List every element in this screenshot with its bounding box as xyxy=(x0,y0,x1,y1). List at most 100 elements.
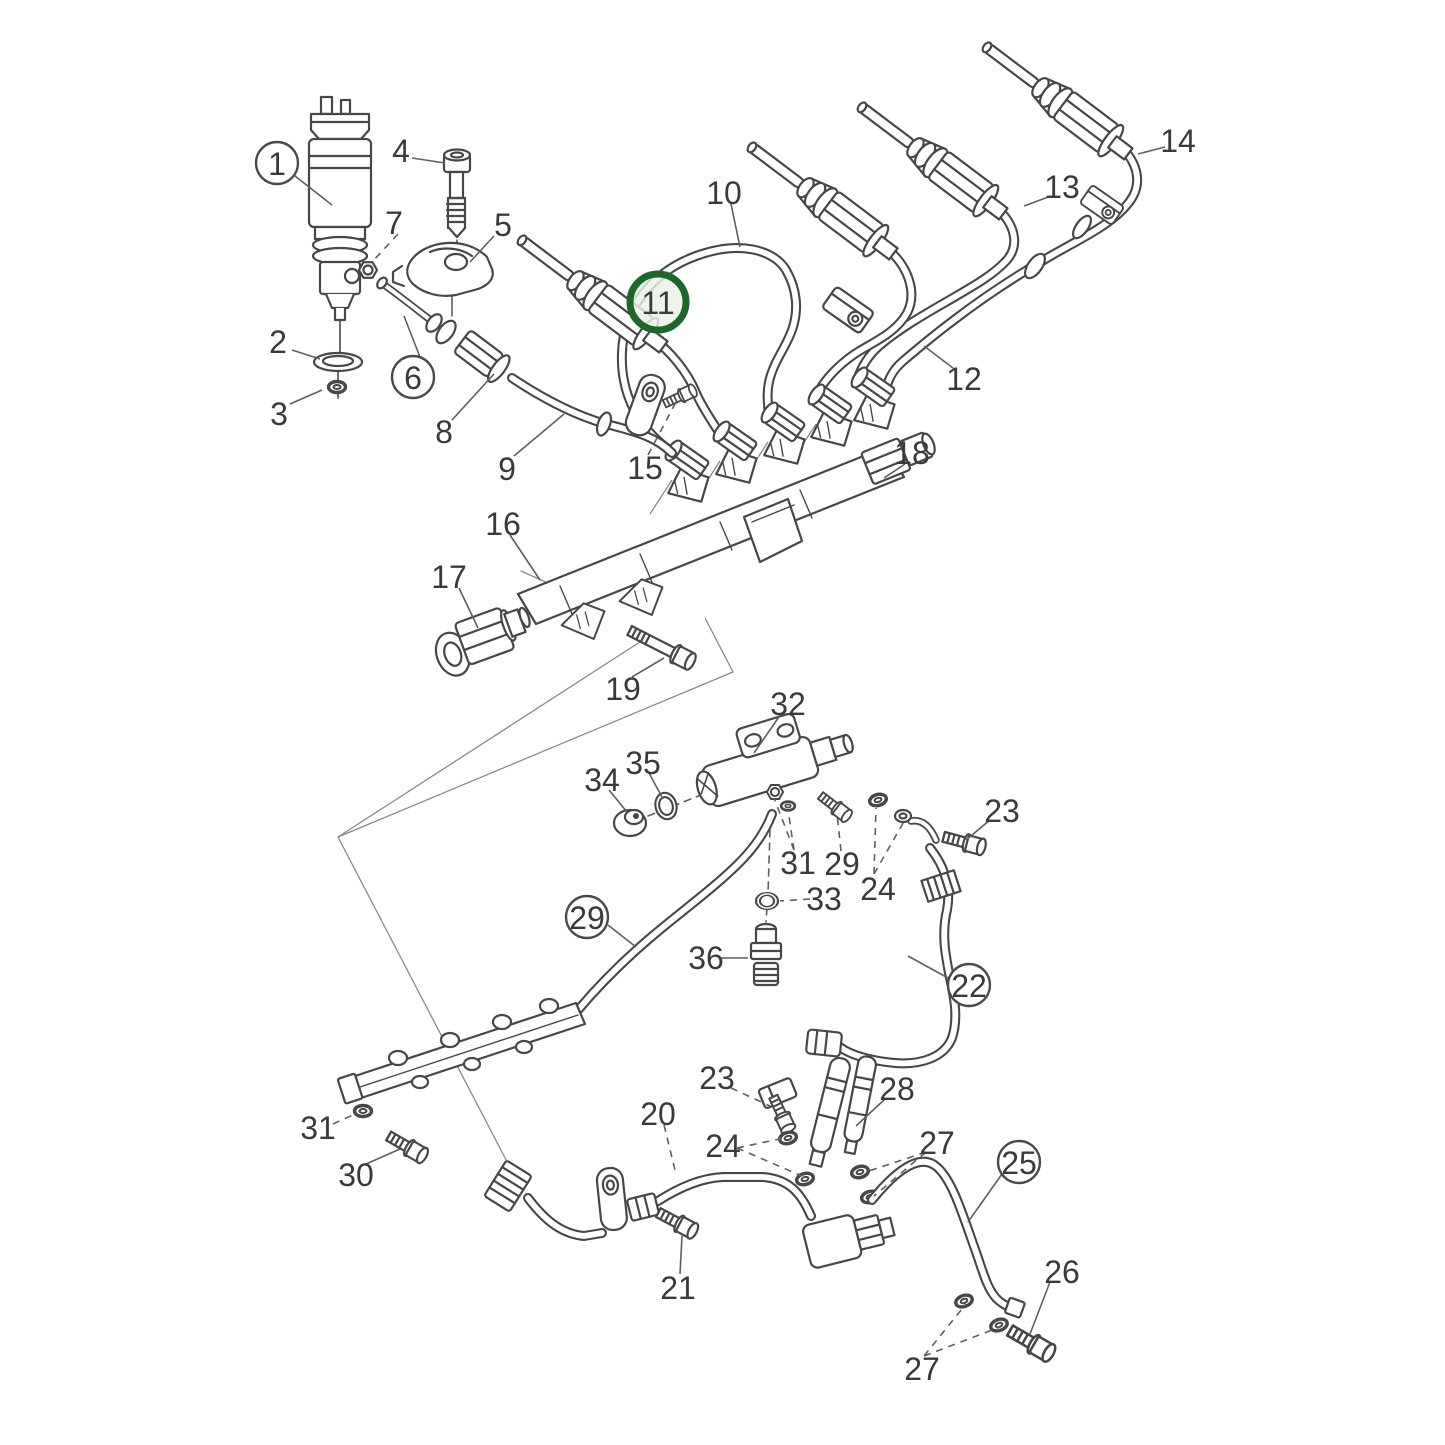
callout-circle xyxy=(254,140,300,186)
callout-19[interactable]: 19 xyxy=(605,657,665,707)
leader-line xyxy=(1023,195,1052,207)
callout-label: 29 xyxy=(824,846,860,882)
leader-line xyxy=(787,809,795,851)
callout-29-upper[interactable]: 29 xyxy=(824,813,860,882)
callout-label: 16 xyxy=(485,506,521,542)
callout-label: 22 xyxy=(951,968,987,1004)
callout-30[interactable]: 30 xyxy=(338,1148,401,1193)
callout-7[interactable]: 7 xyxy=(371,205,403,263)
callout-5[interactable]: 5 xyxy=(469,207,512,263)
callout-10[interactable]: 10 xyxy=(706,175,742,248)
callout-27-upper[interactable]: 27 xyxy=(865,1125,955,1197)
callout-label: 24 xyxy=(860,871,896,907)
callout-16[interactable]: 16 xyxy=(485,506,541,581)
leader-line xyxy=(509,534,541,581)
callout-35[interactable]: 35 xyxy=(625,745,664,800)
highlight-circle xyxy=(626,270,690,334)
callout-13[interactable]: 13 xyxy=(1023,169,1080,207)
callout-label: 20 xyxy=(640,1096,676,1132)
callout-27-lower[interactable]: 27 xyxy=(904,1303,1001,1387)
callout-18[interactable]: 18 xyxy=(883,435,930,479)
callout-label: 12 xyxy=(946,361,982,397)
callout-circle xyxy=(390,354,436,400)
callout-29-circled[interactable]: 29 xyxy=(564,894,637,948)
callout-3[interactable]: 3 xyxy=(270,389,323,432)
leader-line xyxy=(607,924,637,948)
leader-line xyxy=(469,235,495,263)
callout-12[interactable]: 12 xyxy=(923,345,982,397)
callout-label: 29 xyxy=(569,900,605,936)
callout-label: 8 xyxy=(435,414,453,450)
callout-label: 7 xyxy=(385,205,403,241)
callout-31-upper[interactable]: 31 xyxy=(773,797,816,881)
leader-line xyxy=(513,413,565,457)
callout-33[interactable]: 33 xyxy=(779,881,842,917)
callout-label: 19 xyxy=(605,671,641,707)
callout-label: 13 xyxy=(1044,169,1080,205)
callout-label: 30 xyxy=(338,1157,374,1193)
callout-label: 5 xyxy=(494,207,512,243)
callout-4[interactable]: 4 xyxy=(392,133,446,169)
callout-22[interactable]: 22 xyxy=(907,955,992,1008)
callout-label: 1 xyxy=(268,146,286,182)
drain-valve-36 xyxy=(749,922,783,987)
leader-line xyxy=(403,315,421,358)
callout-17[interactable]: 17 xyxy=(431,559,479,629)
injector-assembly-1 xyxy=(307,95,373,353)
callout-24-lower[interactable]: 24 xyxy=(705,1128,803,1177)
callout-26[interactable]: 26 xyxy=(1029,1254,1080,1335)
callout-28[interactable]: 28 xyxy=(855,1071,915,1127)
callout-label: 27 xyxy=(919,1125,955,1161)
callout-label: 11 xyxy=(641,285,674,321)
leader-line xyxy=(332,1112,358,1125)
callout-23-lower[interactable]: 23 xyxy=(699,1060,771,1107)
washer-2 xyxy=(312,351,364,399)
callout-34[interactable]: 34 xyxy=(584,762,628,813)
callout-36[interactable]: 36 xyxy=(688,940,748,976)
callout-label: 32 xyxy=(770,686,806,722)
callout-label: 27 xyxy=(904,1351,940,1387)
callout-6[interactable]: 6 xyxy=(390,315,436,400)
callout-8[interactable]: 8 xyxy=(435,373,495,450)
leader-line xyxy=(773,797,795,851)
leader-line xyxy=(631,657,665,678)
callout-2[interactable]: 2 xyxy=(269,324,321,360)
callout-label: 6 xyxy=(404,360,422,396)
callout-32[interactable]: 32 xyxy=(753,686,806,754)
elbow-fitting-23 xyxy=(893,808,936,840)
callout-label: 2 xyxy=(269,324,287,360)
callout-14[interactable]: 14 xyxy=(1137,123,1196,159)
nut-31 xyxy=(765,783,785,801)
leader-line xyxy=(1137,146,1166,155)
leader-line xyxy=(923,1326,1001,1357)
leader-line xyxy=(736,1137,785,1149)
clamp-bolt-4 xyxy=(442,148,472,263)
callout-label: 17 xyxy=(431,559,467,595)
leader-line xyxy=(967,1173,1003,1223)
callout-9[interactable]: 9 xyxy=(498,413,565,487)
callout-11[interactable]: 11 xyxy=(626,270,690,334)
callout-label: 14 xyxy=(1160,123,1196,159)
callout-label: 3 xyxy=(270,396,288,432)
callout-label: 31 xyxy=(300,1110,336,1146)
leader-line xyxy=(458,587,479,629)
leader-line xyxy=(411,157,446,164)
seal-ring-33 xyxy=(754,891,780,911)
callout-23-upper[interactable]: 23 xyxy=(965,793,1020,841)
ring-31 xyxy=(779,800,797,812)
callout-25[interactable]: 25 xyxy=(967,1139,1042,1223)
callout-circle xyxy=(564,894,610,940)
callout-20[interactable]: 20 xyxy=(640,1096,677,1175)
leader-line xyxy=(779,898,811,902)
callout-21[interactable]: 21 xyxy=(660,1235,696,1306)
callout-31-lower[interactable]: 31 xyxy=(300,1110,358,1146)
leak-off-pipes-28 xyxy=(757,1055,877,1168)
callout-circle xyxy=(946,962,992,1008)
callout-1[interactable]: 1 xyxy=(254,140,333,206)
callout-24-upper[interactable]: 24 xyxy=(860,807,907,907)
callout-15[interactable]: 15 xyxy=(627,401,677,486)
leader-line xyxy=(1029,1281,1051,1335)
rail-sensor-18 xyxy=(860,431,936,485)
